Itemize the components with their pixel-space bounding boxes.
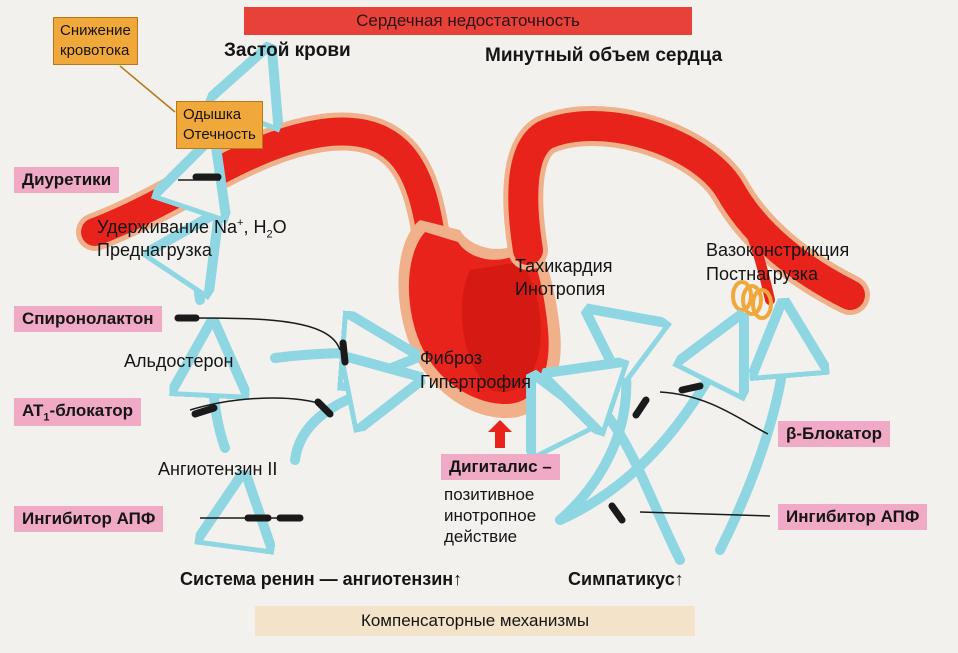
hypertrophy-label: Гипертрофия <box>420 372 532 392</box>
at1-prefix: AT <box>22 401 44 420</box>
retention-charge: + <box>237 217 244 229</box>
digitalis-note-1: позитивное <box>444 485 535 504</box>
raas-label: Система ренин — ангиотензин↑ <box>180 569 462 590</box>
aldosterone-label: Альдостерон <box>124 351 234 371</box>
at1-suffix: -блокатор <box>49 401 134 420</box>
vasoconstriction-label: Вазоконстрикция <box>706 240 850 260</box>
sympathetic-arrow: ↑ <box>674 569 684 589</box>
retention-water-sub: 2 <box>266 228 273 241</box>
angiotensin-label: Ангиотензин II <box>158 459 278 479</box>
symptom-connector <box>119 65 176 113</box>
raas-text: Система ренин — ангиотензин <box>180 569 454 589</box>
sympathetic-text: Симпатикус <box>568 569 675 589</box>
inhibition-lines <box>178 179 771 519</box>
inhibition-bars <box>174 173 704 524</box>
reduced-flow-line-1: Снижение <box>60 22 131 39</box>
fibrosis-label: Фиброз <box>420 348 483 368</box>
digitalis-note-3: действие <box>444 527 518 546</box>
at1-blocker-label: AT1-блокатор <box>14 398 142 427</box>
spironolactone-label: Спиронолактон <box>14 306 162 332</box>
congestion-label: Застой крови <box>224 40 351 61</box>
feedback-arrows <box>198 62 786 565</box>
ace-inhibitor-left-label: Ингибитор АПФ <box>14 506 164 532</box>
at1-sub: 1 <box>43 411 50 424</box>
beta-blocker-label: β-Блокатор <box>778 421 891 447</box>
cardiac-output-label: Минутный объем сердца <box>485 45 723 66</box>
retention-water: , H <box>243 217 267 237</box>
retention-water-end: O <box>272 217 287 237</box>
diuretics-label: Диуретики <box>14 167 120 193</box>
footer-banner: Компенсаторные механизмы <box>255 606 695 636</box>
preload-label: Преднагрузка <box>97 240 212 260</box>
retention-text: Удерживание Na <box>97 217 238 237</box>
reduced-flow-box: Снижение кровотока <box>53 17 138 65</box>
title-banner: Сердечная недостаточность <box>244 7 692 35</box>
ace-inhibitor-right-label: Ингибитор АПФ <box>778 504 928 530</box>
inotropy-label: Инотропия <box>515 279 606 299</box>
dyspnea-box: Одышка Отечность <box>176 101 263 149</box>
sympathetic-label: Симпатикус↑ <box>568 569 684 590</box>
reduced-flow-line-2: кровотока <box>60 42 130 59</box>
digitalis-label: Дигиталис – <box>441 454 560 480</box>
digitalis-note-2: инотропное <box>444 506 537 525</box>
dyspnea-line-1: Одышка <box>183 106 242 123</box>
digitalis-arrow <box>488 420 512 448</box>
retention-label: Удерживание Na+, H2O <box>97 217 287 241</box>
afterload-label: Постнагрузка <box>706 264 819 284</box>
digitalis-note: позитивное инотропное действие <box>444 484 536 547</box>
tachycardia-label: Тахикардия <box>515 256 613 276</box>
raas-arrow: ↑ <box>453 569 463 589</box>
dyspnea-line-2: Отечность <box>183 126 256 143</box>
